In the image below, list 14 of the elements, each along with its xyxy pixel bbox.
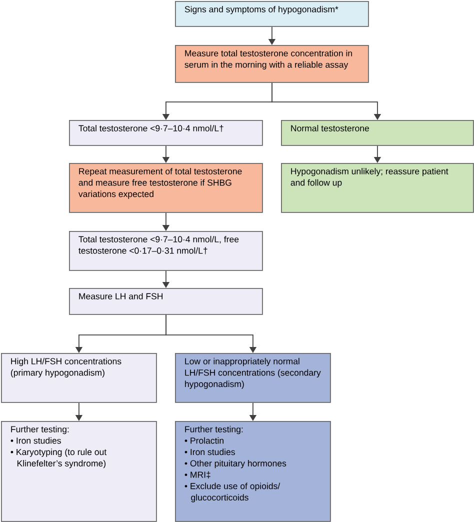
flow-box: Repeat measurement of total testosterone and measure free testosterone if SHBG variations expected [69, 163, 263, 213]
arrow [166, 314, 257, 353]
flow-box: Total testosterone <9·7–10·4 nmol/L† [69, 120, 263, 146]
flow-box: Normal testosterone [281, 120, 474, 146]
flow-box: High LH/FSH concentrations (primary hypogonadism) [1, 353, 157, 403]
flow-box: Low or inappropriately normal LH/FSH concentrations (secondary hypogonadism) [175, 353, 331, 403]
flow-box: Measure LH and FSH [69, 288, 263, 315]
testing-box: Further testing: • Prolactin • Iron studies • Other pituitary hormones • MRI‡ • Exclude use of opioids/ glucocorticoids [175, 421, 331, 522]
flow-box: Total testosterone <9·7–10·4 nmol/L, free testosterone <0·17–0·31 nmol/L† [69, 231, 263, 271]
flow-box: Hypogonadism unlikely; reassure patient and follow up [281, 163, 474, 213]
flow-box: Measure total testosterone concentration in serum in the morning with a reliable assay [175, 45, 369, 83]
flow-box: Signs and symptoms of hypogonadism* [175, 1, 369, 27]
arrow [272, 82, 382, 120]
testing-box: Further testing: • Iron studies • Karyotyping (to rule out Klinefelter’s syndrome) [1, 421, 157, 522]
